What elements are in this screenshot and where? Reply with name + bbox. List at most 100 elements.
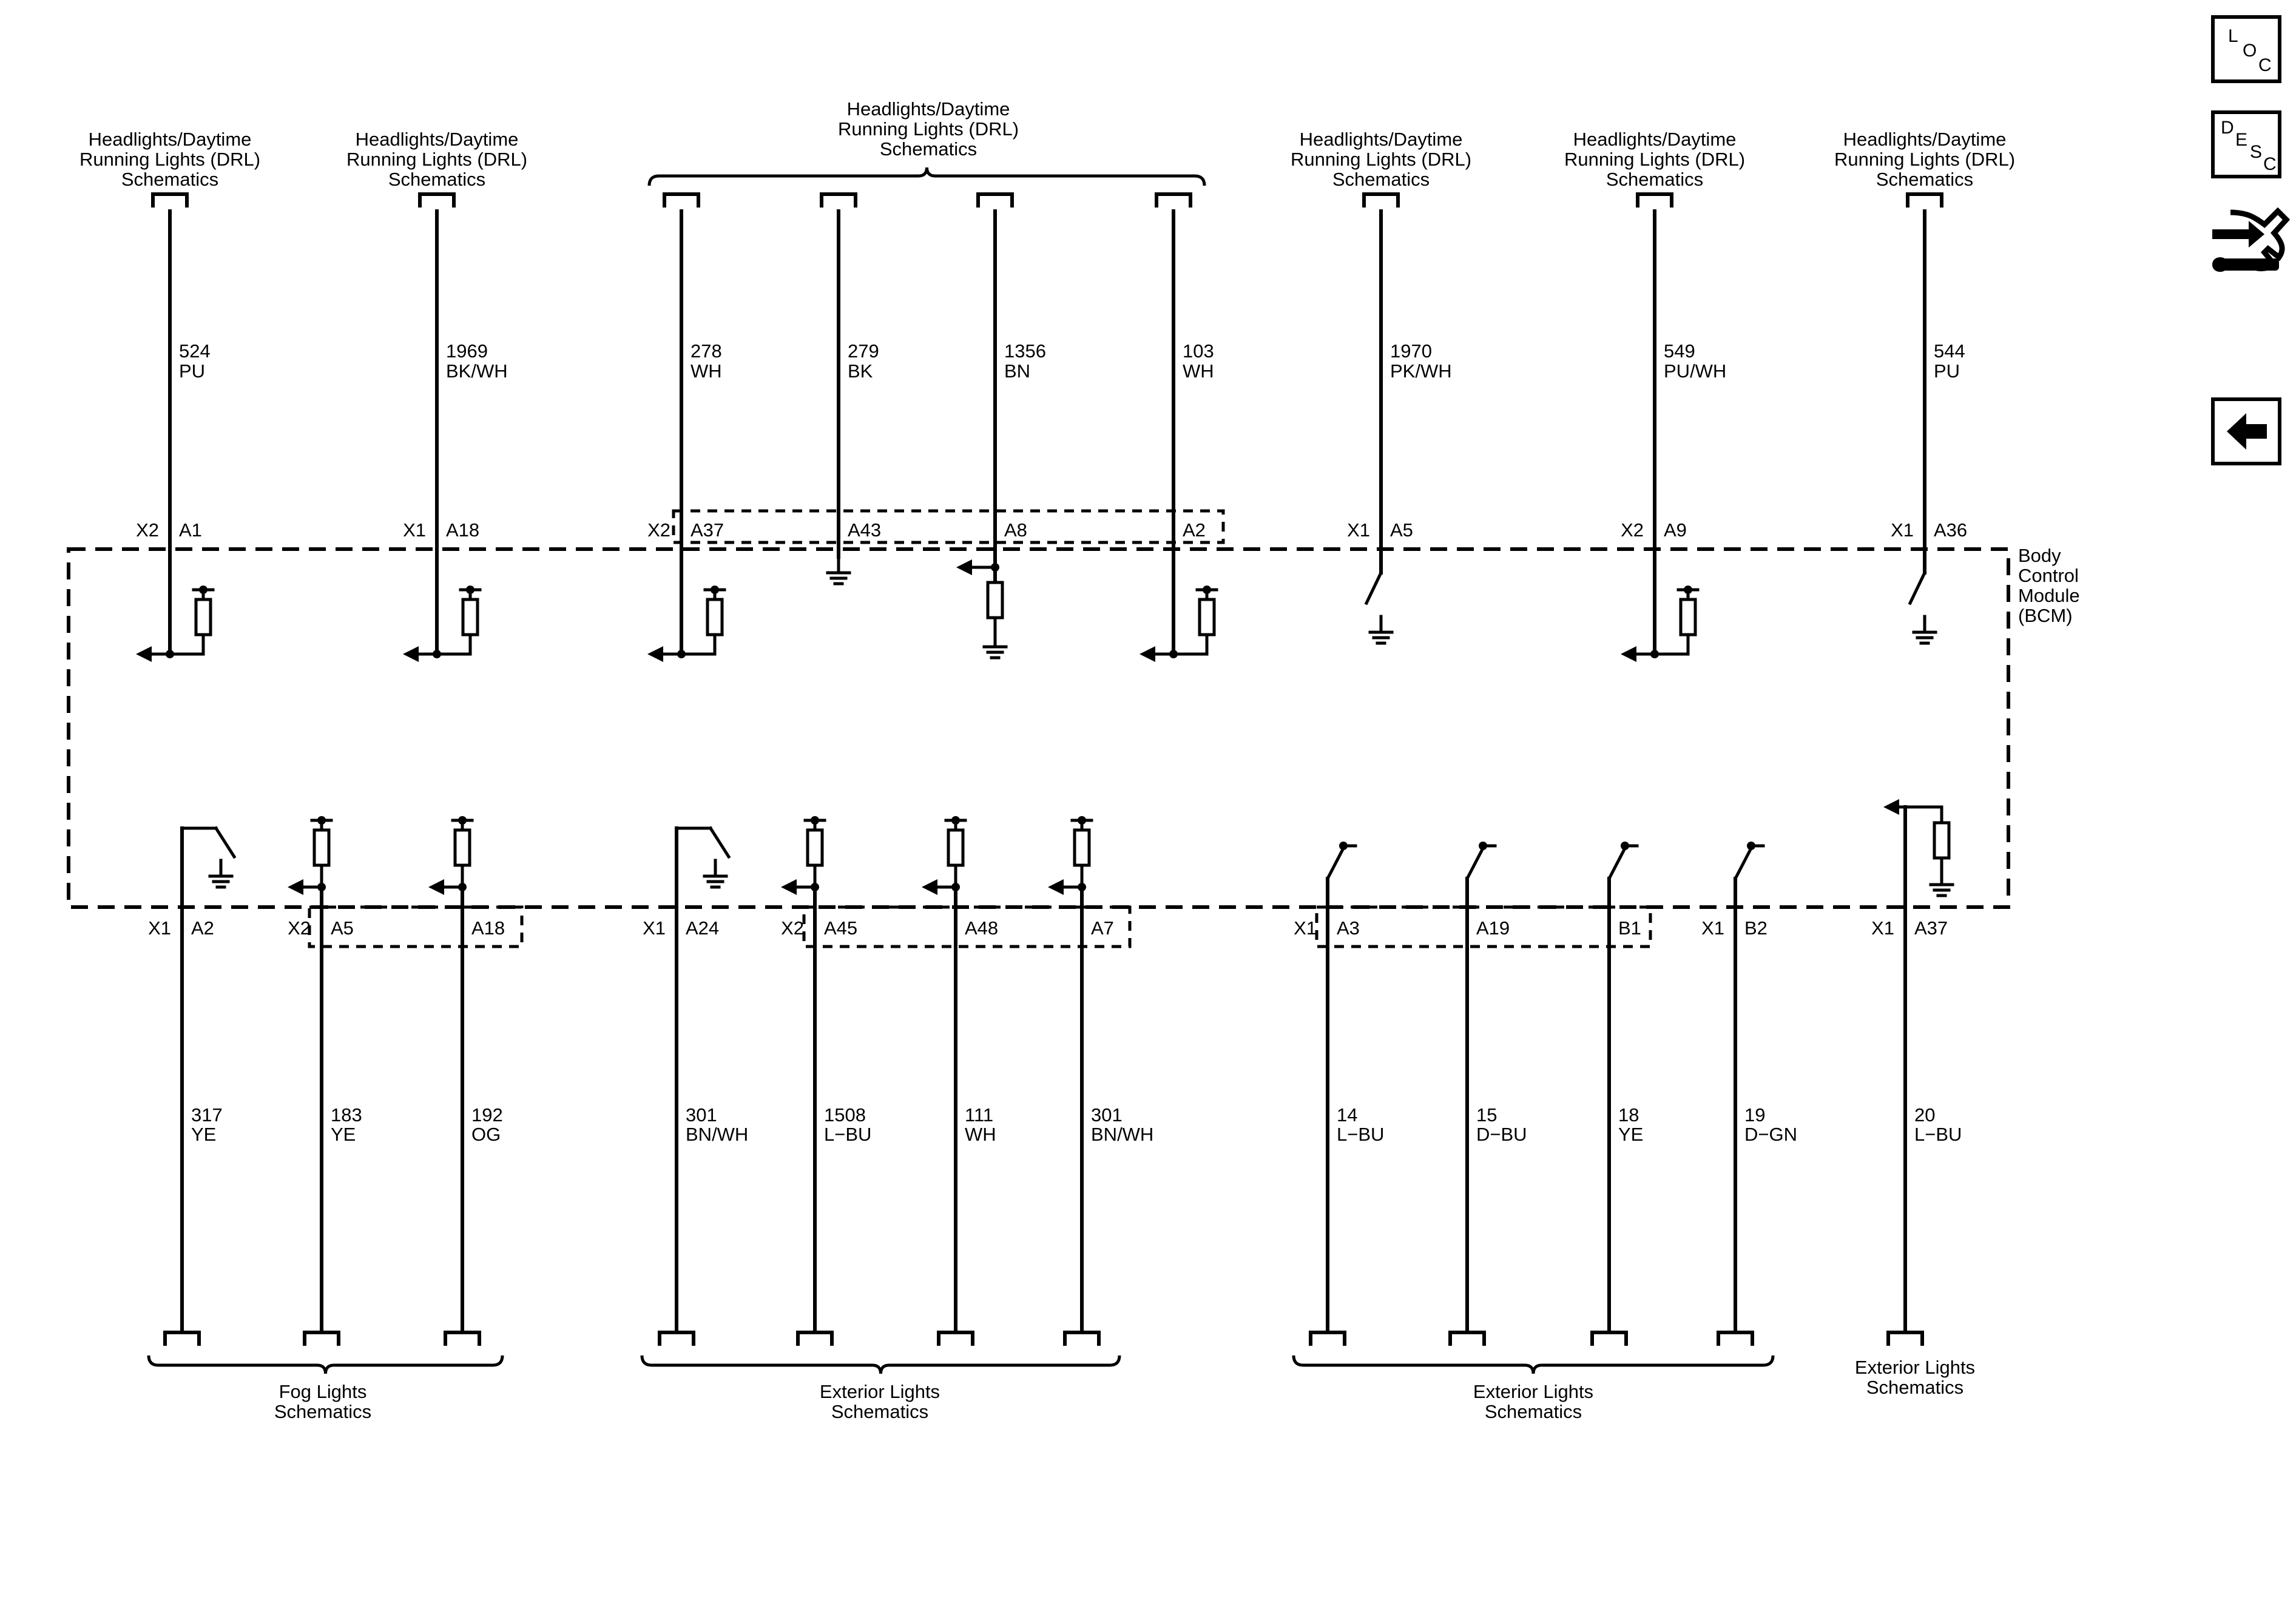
b-a18-resistor-body bbox=[453, 828, 471, 867]
circuit-number: 103 bbox=[1183, 340, 1214, 362]
fog-connector-box bbox=[308, 905, 524, 948]
top-caption: Running Lights (DRL) bbox=[1291, 149, 1471, 170]
top-caption: Running Lights (DRL) bbox=[1834, 149, 2015, 170]
circuit-number: 544 bbox=[1934, 340, 1965, 362]
a9-resistor-body bbox=[1679, 598, 1697, 636]
desc-letter-e: E bbox=[2235, 130, 2248, 150]
b-b2-switch bbox=[1733, 846, 1754, 881]
pin-id: A45 bbox=[824, 917, 857, 939]
connector-id: X1 bbox=[403, 519, 426, 541]
wire-color: YE bbox=[1618, 1124, 1643, 1145]
a1-resistor-body bbox=[194, 598, 212, 636]
wire-color: BN/WH bbox=[686, 1124, 748, 1145]
ext-connector-box-2 bbox=[1315, 905, 1652, 948]
top-caption: Schematics bbox=[1332, 169, 1430, 190]
connector-id: X1 bbox=[1347, 519, 1370, 541]
pin-id: A18 bbox=[471, 917, 505, 939]
b-a37-arrow bbox=[1883, 799, 1899, 815]
connector-id: X2 bbox=[1621, 519, 1644, 541]
bottom-group-caption: Fog Lights bbox=[279, 1381, 367, 1402]
top-connector-terminal bbox=[1155, 192, 1192, 208]
a18-resistor-body bbox=[461, 598, 479, 636]
a37-arrow bbox=[647, 646, 663, 662]
back-arrow-icon bbox=[2227, 413, 2267, 450]
bottom-connector-terminal bbox=[163, 1331, 201, 1346]
wire-color: BN/WH bbox=[1091, 1124, 1153, 1145]
top-caption: Running Lights (DRL) bbox=[346, 149, 527, 170]
wire-color: BN bbox=[1004, 360, 1030, 382]
bottom-group-brace bbox=[147, 1355, 504, 1374]
b-a18-arrow bbox=[428, 879, 444, 895]
circuit-number: 1356 bbox=[1004, 340, 1046, 362]
bottom-connector-terminal bbox=[1063, 1331, 1101, 1346]
wire-color: PU bbox=[179, 360, 205, 382]
connector-id: X1 bbox=[1871, 917, 1894, 939]
top-connector-terminal bbox=[820, 192, 857, 208]
a5-switch bbox=[1364, 570, 1383, 606]
loc-letter-o: O bbox=[2243, 41, 2257, 61]
b-a37-resistor bbox=[1933, 821, 1951, 860]
module-label-line: (BCM) bbox=[2018, 605, 2073, 626]
connector-id: X2 bbox=[136, 519, 159, 541]
desc-letter-s: S bbox=[2250, 142, 2263, 162]
ext-connector-box-1 bbox=[802, 905, 1132, 948]
pin-id: B1 bbox=[1618, 917, 1641, 939]
circuit-number: 524 bbox=[179, 340, 211, 362]
module-label-line: Module bbox=[2018, 585, 2080, 606]
top-caption: Headlights/Daytime bbox=[356, 129, 519, 150]
circuit-number: 183 bbox=[331, 1104, 362, 1126]
loc-button[interactable]: L O C bbox=[2211, 15, 2281, 83]
circuit-number: 192 bbox=[471, 1104, 503, 1126]
b-a7-arrow bbox=[1048, 879, 1064, 895]
connector-tools-button[interactable] bbox=[2206, 206, 2291, 285]
desc-button[interactable]: D E S C bbox=[2211, 110, 2281, 178]
bottom-connector-terminal bbox=[1886, 1331, 1924, 1346]
bottom-connector-terminal bbox=[796, 1331, 834, 1346]
pin-id: A9 bbox=[1664, 519, 1687, 541]
circuit-number: 14 bbox=[1337, 1104, 1357, 1126]
top-caption: Headlights/Daytime bbox=[89, 129, 252, 150]
desc-letter-d: D bbox=[2221, 118, 2234, 138]
bottom-connector-terminal bbox=[303, 1331, 340, 1346]
wire-color: L−BU bbox=[1914, 1124, 1962, 1145]
bottom-group-caption: Exterior Lights bbox=[820, 1381, 940, 1402]
bottom-connector-terminal bbox=[658, 1331, 695, 1346]
bottom-connector-terminal bbox=[1309, 1331, 1346, 1346]
module-label-line: Control bbox=[2018, 565, 2079, 586]
bottom-group-caption: Exterior Lights bbox=[1473, 1381, 1593, 1402]
b-a7-resistor-body bbox=[1073, 828, 1091, 867]
connector-id: X2 bbox=[781, 917, 804, 939]
bottom-connector-terminal bbox=[1448, 1331, 1486, 1346]
wire-color: WH bbox=[690, 360, 722, 382]
top-caption: Schematics bbox=[1876, 169, 1973, 190]
wire-color: L−BU bbox=[824, 1124, 871, 1145]
a1-arrow bbox=[136, 646, 152, 662]
top-connector-terminal bbox=[151, 192, 189, 208]
circuit-number: 549 bbox=[1664, 340, 1695, 362]
connector-id: X1 bbox=[643, 917, 666, 939]
back-button[interactable] bbox=[2211, 397, 2281, 465]
pin-id: A37 bbox=[690, 519, 724, 541]
bottom-group-brace bbox=[1292, 1355, 1775, 1374]
circuit-number: 301 bbox=[686, 1104, 717, 1126]
top-caption: Headlights/Daytime bbox=[1573, 129, 1737, 150]
pin-id: A2 bbox=[1183, 519, 1206, 541]
circuit-number: 1969 bbox=[446, 340, 488, 362]
wire-color: YE bbox=[191, 1124, 216, 1145]
top-connector-box bbox=[672, 509, 1225, 544]
b-a19-switch bbox=[1465, 846, 1485, 881]
pin-id: A8 bbox=[1004, 519, 1027, 541]
b-a5-resistor-body bbox=[312, 828, 331, 867]
pin-id: A19 bbox=[1476, 917, 1510, 939]
wire-color: PU/WH bbox=[1664, 360, 1726, 382]
